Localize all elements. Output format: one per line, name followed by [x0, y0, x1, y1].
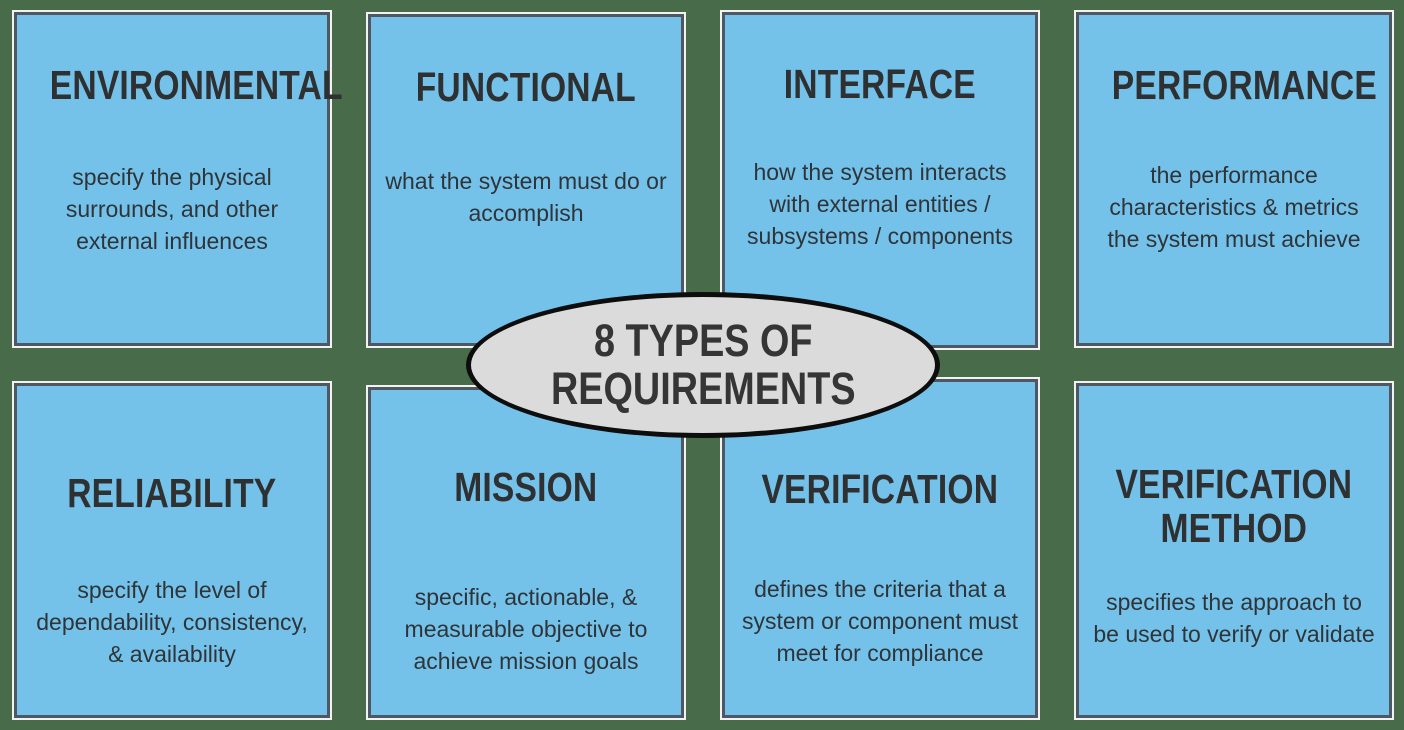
card-title: RELIABILITY: [67, 470, 277, 516]
center-ellipse: 8 TYPES OF REQUIREMENTS: [466, 292, 940, 438]
card-title: VERIFICATION: [761, 466, 999, 512]
card-title: PERFORMANCE: [1111, 62, 1378, 108]
card-description: specify the level of dependability, cons…: [36, 577, 308, 668]
requirement-card-performance[interactable]: PERFORMANCE the performance characterist…: [1074, 10, 1394, 348]
requirement-card-environmental[interactable]: ENVIRONMENTAL specify the physical surro…: [12, 10, 343, 348]
card-description: specifies the approach to be used to ver…: [1093, 588, 1375, 647]
requirement-card-reliability[interactable]: RELIABILITY specify the level of dependa…: [12, 381, 332, 720]
card-title: INTERFACE: [783, 61, 977, 107]
requirement-card-verification[interactable]: VERIFICATION defines the criteria that a…: [720, 377, 1040, 720]
requirement-card-mission[interactable]: MISSION specific, actionable, & measurab…: [366, 385, 686, 720]
requirement-card-verification-method[interactable]: VERIFICATION METHOD specifies the approa…: [1074, 381, 1394, 720]
card-description: defines the criteria that a system or co…: [741, 576, 1019, 667]
card-title: VERIFICATION METHOD: [1115, 461, 1353, 552]
card-description: what the system must do or accomplish: [385, 168, 667, 227]
center-ellipse-label: 8 TYPES OF REQUIREMENTS: [550, 315, 856, 414]
requirement-card-interface[interactable]: INTERFACE how the system interacts with …: [720, 10, 1040, 350]
card-title: ENVIRONMENTAL: [49, 62, 343, 108]
card-title: FUNCTIONAL: [415, 64, 637, 110]
card-description: specific, actionable, & measurable objec…: [404, 584, 648, 675]
card-description: the performance characteristics & metric…: [1107, 162, 1361, 253]
card-description: how the system interacts with external e…: [747, 159, 1013, 250]
requirement-card-functional[interactable]: FUNCTIONAL what the system must do or ac…: [366, 12, 686, 348]
card-description: specify the physical surrounds, and othe…: [65, 164, 279, 255]
card-title: MISSION: [454, 464, 598, 510]
